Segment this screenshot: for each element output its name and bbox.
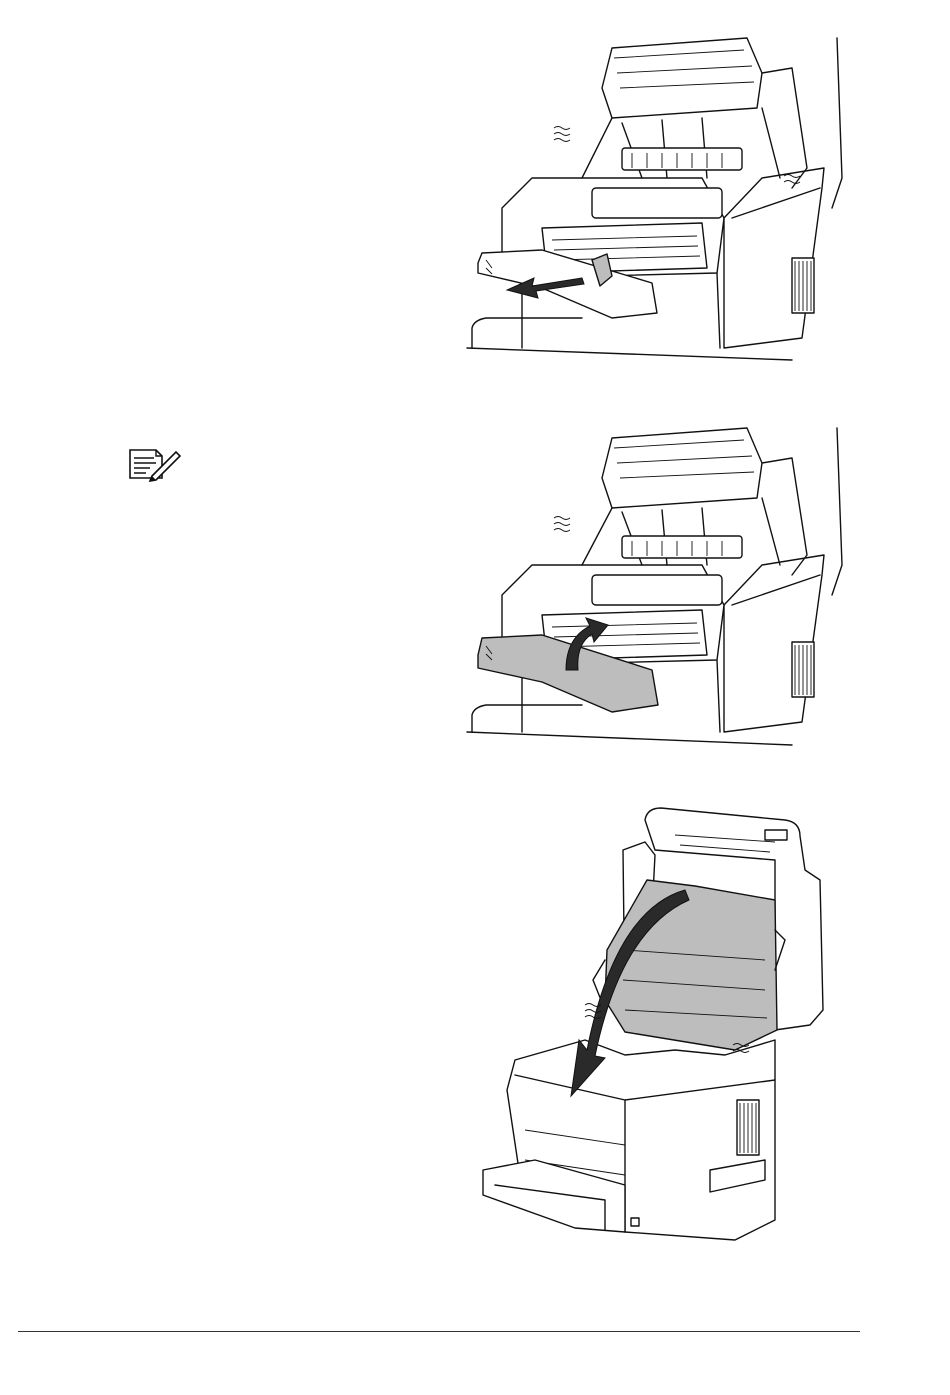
close-fuser-cover-figure (462, 420, 862, 755)
vent-grille (737, 1100, 759, 1155)
close-top-cover-figure (475, 800, 860, 1255)
fuser-jam-removal-figure (462, 28, 862, 368)
vent-grille (792, 642, 814, 697)
footer-rule (18, 1331, 860, 1332)
base-outline (472, 318, 582, 348)
vent-grille (792, 258, 814, 313)
note-pencil-icon (126, 446, 184, 482)
